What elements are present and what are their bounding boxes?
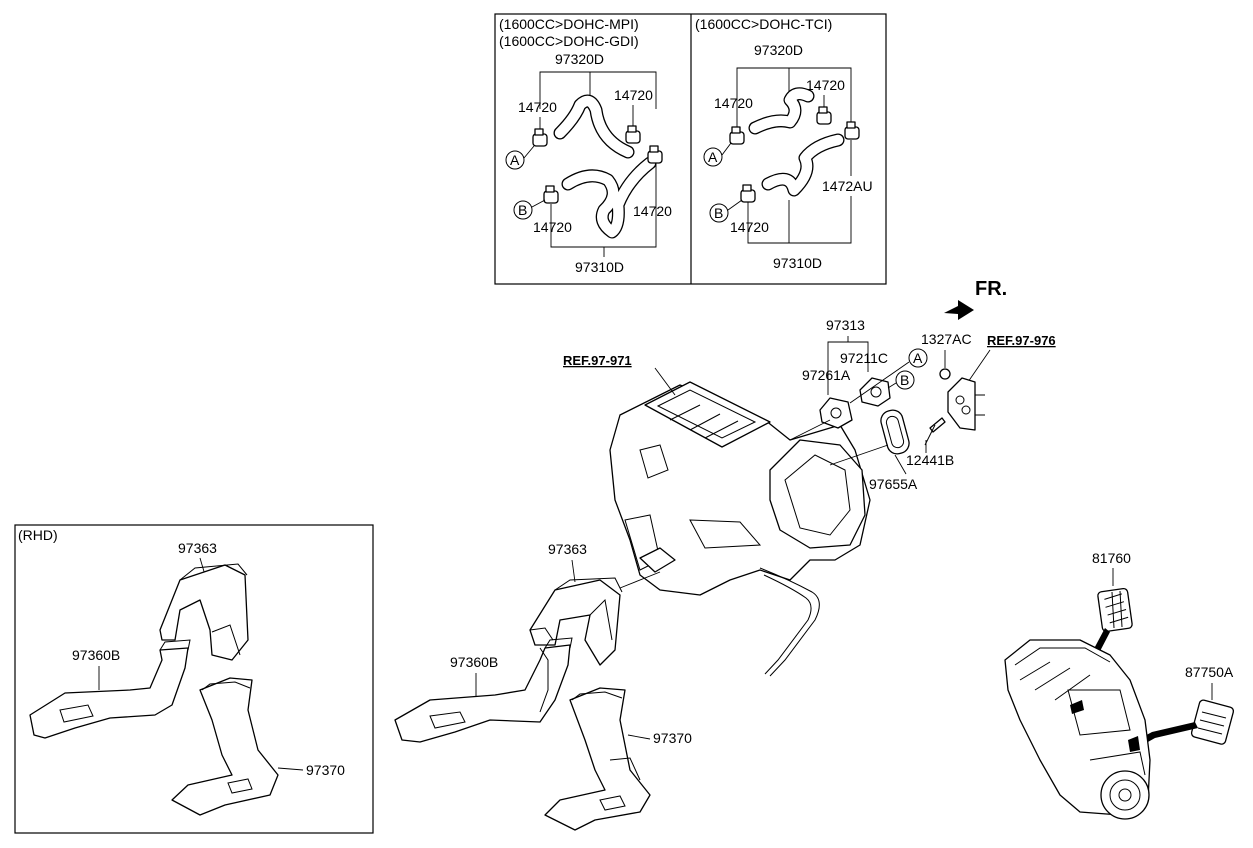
front-arrow-icon <box>944 300 974 320</box>
rhd-inset: (RHD) 97363 97360B 97370 <box>14 524 374 834</box>
label-14720-left-ll: 14720 <box>533 219 572 235</box>
leader-97310d-left <box>550 164 657 248</box>
nut-icon <box>939 368 951 380</box>
leader-97320d-right <box>736 67 852 132</box>
marker-b-left: B <box>518 202 527 218</box>
gasket-group: 97655A <box>829 409 918 492</box>
marker-b-right: B <box>714 205 723 221</box>
rhd-title: (RHD) <box>18 527 58 543</box>
inset-left-title-2: (1600CC>DOHC-GDI) <box>499 33 639 49</box>
label-97211c: 97211C <box>840 350 888 366</box>
marker-b-main: B <box>900 372 909 388</box>
grommet-97261a <box>819 397 853 429</box>
clamp-icon <box>647 145 663 164</box>
leader-97310d-right <box>747 196 852 244</box>
heater-unit-assembly <box>609 381 871 677</box>
marker-b-icon <box>513 200 533 220</box>
drain-hose <box>759 567 820 677</box>
label-97360b-main: 97360B <box>450 654 498 670</box>
label-97360b-rhd: 97360B <box>72 647 120 663</box>
clamp-icon <box>729 126 745 145</box>
label-97655a: 97655A <box>869 476 918 492</box>
fastener-group: 1327AC 12441B <box>906 331 972 468</box>
clamp-icon <box>740 184 756 203</box>
label-97320d-left: 97320D <box>555 51 604 67</box>
gasket-97655a <box>880 409 910 455</box>
vent-cover-87750a <box>1190 699 1235 745</box>
duct-97370-rhd <box>171 677 279 816</box>
rear-wheel-icon <box>1100 770 1150 820</box>
duct-97370-main <box>544 687 651 831</box>
label-14720-right-ur: 14720 <box>806 77 845 93</box>
label-12441b: 12441B <box>906 452 954 468</box>
label-97310d-right: 97310D <box>773 255 822 271</box>
housing-top-intake <box>644 381 771 448</box>
label-97370-rhd: 97370 <box>306 762 345 778</box>
pointer-wedge-icon <box>1128 722 1198 752</box>
grommet-97211c <box>859 377 891 407</box>
label-81760: 81760 <box>1092 550 1131 566</box>
front-direction-indicator: FR. <box>944 278 1007 320</box>
marker-a-left: A <box>510 152 520 168</box>
duct-97360b-rhd <box>29 647 189 739</box>
clamp-icon <box>625 125 641 144</box>
label-97313: 97313 <box>826 317 865 333</box>
label-87750a: 87750A <box>1185 664 1234 680</box>
inset-right-title: (1600CC>DOHC-TCI) <box>695 16 832 32</box>
marker-b-icon <box>709 203 729 223</box>
inset-left-panel: (1600CC>DOHC-MPI) (1600CC>DOHC-GDI) 9732… <box>499 16 672 275</box>
marker-a-right: A <box>708 149 718 165</box>
label-14720-left-ur: 14720 <box>614 87 653 103</box>
rhd-frame <box>14 524 374 834</box>
label-97363-rhd: 97363 <box>178 540 217 556</box>
label-97363-main: 97363 <box>548 541 587 557</box>
clamp-icon <box>543 185 559 204</box>
ref-97-971-label: REF.97-971 <box>563 353 632 368</box>
marker-a-icon <box>908 348 928 368</box>
ref-97-976-label: REF.97-976 <box>987 333 1056 348</box>
grommet-group: 97313 97211C 97261A A B <box>789 317 928 441</box>
clamp-icon <box>844 121 860 140</box>
label-14720-left-ul: 14720 <box>518 99 557 115</box>
clamp-icon <box>532 128 548 147</box>
leader-97320d-left <box>539 71 657 109</box>
marker-a-icon <box>703 147 723 167</box>
label-14720-left-lr: 14720 <box>633 203 672 219</box>
ref-97-976-component: REF.97-976 <box>947 333 1056 431</box>
label-1327ac: 1327AC <box>921 331 972 347</box>
marker-a-icon <box>505 150 525 170</box>
label-97310d-left: 97310D <box>575 259 624 275</box>
label-14720-right-ul: 14720 <box>714 95 753 111</box>
duct-97363-rhd <box>159 564 249 661</box>
duct-97360b-main <box>394 644 571 743</box>
label-1472au-right: 1472AU <box>822 178 873 194</box>
vehicle-rear-view: 81760 87750A <box>1004 550 1235 820</box>
main-rear-duct-group: 97363 97360B 97370 <box>394 541 692 831</box>
label-97320d-right: 97320D <box>754 42 803 58</box>
clamp-icon <box>816 106 832 125</box>
marker-a-main: A <box>913 350 923 366</box>
label-97261a: 97261A <box>802 367 851 383</box>
inset-left-title-1: (1600CC>DOHC-MPI) <box>499 16 639 32</box>
label-14720-right-ll: 14720 <box>730 219 769 235</box>
label-97370-main: 97370 <box>653 730 692 746</box>
inset-right-panel: (1600CC>DOHC-TCI) 97320D 14720 14720 <box>695 16 873 271</box>
marker-b-icon <box>895 370 915 390</box>
duct-97363-main <box>529 579 621 666</box>
fr-label: FR. <box>975 278 1007 300</box>
engine-variant-inset: (1600CC>DOHC-MPI) (1600CC>DOHC-GDI) 9732… <box>494 13 887 285</box>
vent-grille-81760 <box>1097 587 1133 633</box>
